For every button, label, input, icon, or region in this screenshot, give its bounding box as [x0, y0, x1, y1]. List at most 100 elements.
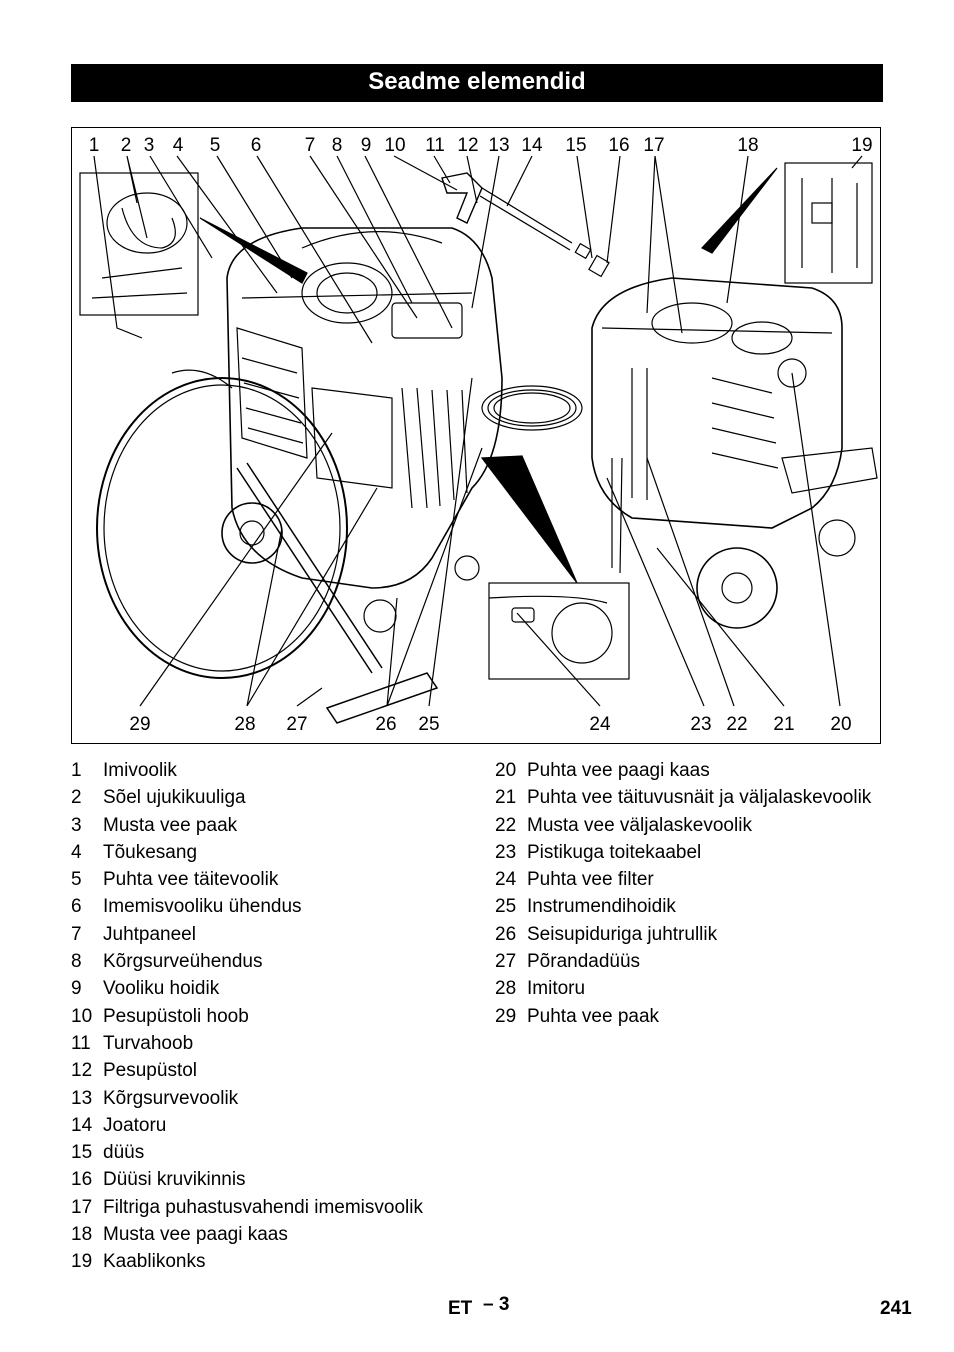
legend-number: 10	[71, 1005, 93, 1027]
legend-text: Musta vee väljalaskevoolik	[527, 814, 752, 836]
legend-number: 24	[495, 869, 517, 891]
legend-item: 11 Turvahoob	[71, 1030, 481, 1057]
legend-text: Düüsi kruvikinnis	[103, 1169, 246, 1191]
legend-number: 28	[495, 978, 517, 1000]
legend-text: Juhtpaneel	[103, 923, 196, 945]
legend-number: 29	[495, 1005, 517, 1027]
callout-7: 7	[304, 135, 316, 156]
legend-item: 10 Pesupüstoli hoob	[71, 1003, 481, 1030]
callout-1: 1	[88, 135, 100, 156]
callout-2: 2	[120, 135, 132, 156]
legend-number: 22	[495, 814, 517, 836]
callout-4: 4	[172, 135, 184, 156]
legend-text: Puhta vee täitevoolik	[103, 869, 279, 891]
legend-number: 12	[71, 1060, 93, 1082]
legend-number: 17	[71, 1196, 93, 1218]
legend-item: 1 Imivoolik	[71, 757, 481, 784]
callout-13: 13	[488, 135, 510, 156]
legend-item: 9 Vooliku hoidik	[71, 975, 481, 1002]
callout-3: 3	[143, 135, 155, 156]
legend-number: 5	[71, 869, 82, 891]
callout-8: 8	[331, 135, 343, 156]
legend-text: Pistikuga toitekaabel	[527, 841, 702, 863]
callout-5: 5	[209, 135, 221, 156]
callout-16: 16	[608, 135, 630, 156]
legend-item: 19 Kaablikonks	[71, 1248, 481, 1275]
callout-9: 9	[360, 135, 372, 156]
legend-text: Kaablikonks	[103, 1251, 206, 1273]
legend-number: 23	[495, 841, 517, 863]
callout-26: 26	[375, 714, 397, 735]
legend-item: 28 Imitoru	[495, 975, 905, 1002]
page-number: 241	[880, 1298, 912, 1319]
callout-14: 14	[521, 135, 543, 156]
footer-language: ET	[448, 1298, 473, 1319]
legend-text: Sõel ujukikuuliga	[103, 787, 246, 809]
legend-item: 21 Puhta vee täituvusnäit ja väljalaskevo…	[495, 784, 905, 811]
legend-number: 7	[71, 923, 82, 945]
legend-text: Musta vee paak	[103, 814, 238, 836]
legend-number: 20	[495, 760, 517, 781]
legend-item: 23 Pistikuga toitekaabel	[495, 839, 905, 866]
callout-25: 25	[418, 714, 440, 735]
legend-number: 19	[71, 1251, 93, 1273]
legend-text: Turvahoob	[103, 1032, 194, 1054]
legend-number: 9	[71, 978, 82, 1000]
legend-text: Tõukesang	[103, 841, 198, 863]
callout-27: 27	[286, 714, 308, 735]
legend-text: Filtriga puhastusvahendi imemisvoolik	[103, 1196, 423, 1218]
legend-text: Kõrgsurveühendus	[103, 951, 263, 973]
legend-item: 3 Musta vee paak	[71, 812, 481, 839]
legend-item: 7 Juhtpaneel	[71, 921, 481, 948]
callout-19: 19	[851, 135, 873, 156]
legend-number: 13	[71, 1087, 93, 1109]
legend-number: 16	[71, 1169, 93, 1191]
legend-number: 3	[71, 814, 82, 836]
legend-text: Pesupüstoli hoob	[103, 1005, 249, 1027]
callout-24: 24	[589, 714, 611, 735]
legend-number: 21	[495, 787, 517, 809]
legend-text: Kõrgsurvevoolik	[103, 1087, 239, 1109]
legend-item: 25 Instrumendihoidik	[495, 893, 905, 920]
legend-text: Puhta vee filter	[527, 869, 654, 891]
callout-11: 11	[425, 135, 445, 156]
legend-text: Vooliku hoidik	[103, 978, 220, 1000]
legend-item: 12 Pesupüstol	[71, 1057, 481, 1084]
legend-number: 27	[495, 951, 517, 973]
machine-drawing	[79, 155, 878, 724]
legend-text: Puhta vee täituvusnäit ja väljalaskevool…	[527, 787, 872, 809]
legend-text: Joatoru	[103, 1114, 167, 1136]
legend-text: Seisupiduriga juhtrullik	[527, 923, 718, 945]
legend-number: 11	[71, 1032, 91, 1054]
callout-22: 22	[726, 714, 748, 735]
legend-text: Imivoolik	[103, 760, 177, 781]
legend-text: Imitoru	[527, 978, 586, 1000]
legend-item: 5 Puhta vee täitevoolik	[71, 866, 481, 893]
footer-section-number: – 3	[483, 1294, 510, 1315]
legend-text: Pesupüstol	[103, 1060, 198, 1082]
legend-text: Põrandadüüs	[527, 951, 641, 973]
callout-10: 10	[384, 135, 406, 156]
legend-number: 15	[71, 1142, 93, 1164]
legend-number: 25	[495, 896, 517, 918]
legend-text: Musta vee paagi kaas	[103, 1224, 288, 1246]
callout-6: 6	[250, 135, 262, 156]
legend-item: 16 Düüsi kruvikinnis	[71, 1166, 481, 1193]
legend-text: Instrumendihoidik	[527, 896, 676, 918]
section-title: Seadme elemendid	[71, 64, 883, 102]
legend-item: 22 Musta vee väljalaskevoolik	[495, 812, 905, 839]
device-illustration: 1 2 3 4 5 6 7 8 9 10 11 12 13 14 15 16 1…	[71, 127, 881, 744]
legend-number: 1	[71, 760, 82, 781]
callout-28: 28	[234, 714, 256, 735]
callout-15: 15	[565, 135, 587, 156]
